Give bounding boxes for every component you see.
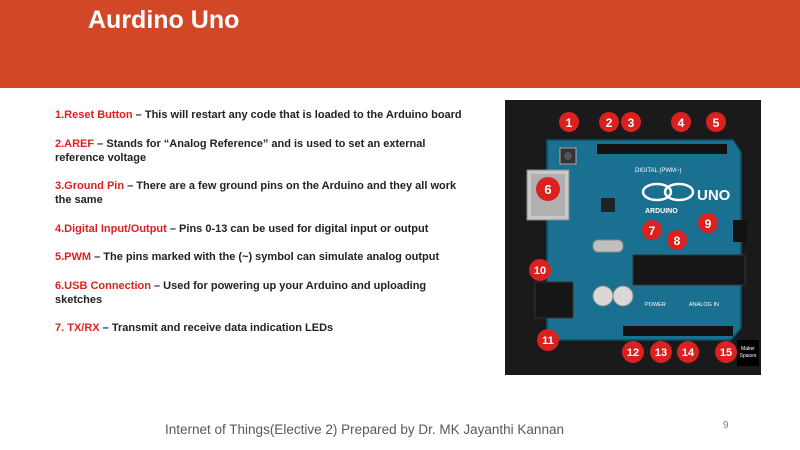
list-item: 2.AREF – Stands for “Analog Reference” a…	[55, 137, 475, 165]
logo-text: UNO	[697, 187, 731, 204]
item-label: 4.Digital Input/Output	[55, 222, 167, 235]
svg-text:8: 8	[674, 234, 681, 248]
svg-text:4: 4	[678, 116, 685, 130]
svg-text:10: 10	[534, 265, 546, 277]
svg-text:3: 3	[628, 116, 635, 130]
marker-9: 9	[698, 213, 718, 233]
marker-11: 11	[537, 329, 559, 351]
item-text: – This will restart any code that is loa…	[132, 109, 462, 121]
list-item: 5.PWM – The pins marked with the (~) sym…	[55, 250, 475, 264]
marker-15: 15	[715, 341, 737, 363]
marker-13: 13	[650, 341, 672, 363]
marker-4: 4	[671, 112, 691, 132]
marker-7: 7	[642, 220, 662, 240]
power-label: POWER	[645, 302, 666, 308]
item-text: – There are a few ground pins on the Ard…	[55, 180, 457, 206]
svg-text:6: 6	[544, 182, 551, 197]
svg-text:1: 1	[566, 116, 573, 130]
svg-text:5: 5	[713, 116, 720, 130]
list-item: 4.Digital Input/Output – Pins 0-13 can b…	[55, 222, 475, 236]
item-label: 6.USB Connection	[55, 279, 151, 292]
marker-12: 12	[622, 341, 644, 363]
item-label: 7. TX/RX	[55, 322, 100, 334]
list-item: 3.Ground Pin – There are a few ground pi…	[55, 179, 475, 207]
marker-8: 8	[667, 230, 687, 250]
slide-footer: Internet of Things(Elective 2) Prepared …	[165, 422, 564, 437]
list-item: 7. TX/RX – Transmit and receive data ind…	[55, 321, 475, 335]
item-label: 3.Ground Pin	[55, 180, 125, 192]
marker-6: 6	[536, 177, 560, 201]
marker-10: 10	[529, 259, 551, 281]
slide-title: Aurdino Uno	[88, 6, 240, 34]
marker-14: 14	[677, 341, 699, 363]
marker-2: 2	[599, 112, 619, 132]
svg-text:9: 9	[705, 217, 712, 231]
watermark-line2: Spaces	[740, 353, 757, 359]
list-item: 6.USB Connection – Used for powering up …	[55, 279, 475, 307]
watermark-line1: Maker	[741, 346, 755, 352]
item-text: – Used for powering up your Arduino and …	[55, 279, 427, 306]
item-label: 2.AREF	[55, 137, 95, 150]
svg-text:7: 7	[649, 224, 656, 238]
item-label: 5.PWM	[55, 251, 92, 263]
svg-text:2: 2	[606, 116, 613, 130]
feature-list: 1.Reset Button – This will restart any c…	[55, 108, 475, 350]
item-text: – Stands for “Analog Reference” and is u…	[55, 137, 426, 164]
brand-text: ARDUINO	[645, 208, 678, 215]
marker-5: 5	[706, 112, 726, 132]
item-text: – Pins 0-13 can be used for digital inpu…	[166, 222, 429, 235]
page-number: 9	[723, 420, 729, 431]
marker-3: 3	[621, 112, 641, 132]
arduino-board-image: DIGITAL (PWM~) UNO ARDUINO POWER ANALOG …	[505, 100, 761, 375]
marker-1: 1	[559, 112, 579, 132]
svg-text:11: 11	[542, 335, 554, 347]
digital-label: DIGITAL (PWM~)	[635, 168, 682, 174]
svg-text:12: 12	[627, 347, 639, 359]
item-text: – The pins marked with the (~) symbol ca…	[91, 251, 440, 263]
svg-text:14: 14	[682, 347, 695, 359]
list-item: 1.Reset Button – This will restart any c…	[55, 108, 475, 122]
item-label: 1.Reset Button	[55, 109, 133, 121]
analog-label: ANALOG IN	[689, 302, 719, 308]
arduino-board-illustration: DIGITAL (PWM~) UNO ARDUINO POWER ANALOG …	[505, 100, 761, 375]
svg-text:13: 13	[655, 347, 667, 359]
title-bar	[0, 0, 800, 88]
svg-text:15: 15	[720, 347, 732, 359]
item-text: – Transmit and receive data indication L…	[99, 322, 334, 334]
